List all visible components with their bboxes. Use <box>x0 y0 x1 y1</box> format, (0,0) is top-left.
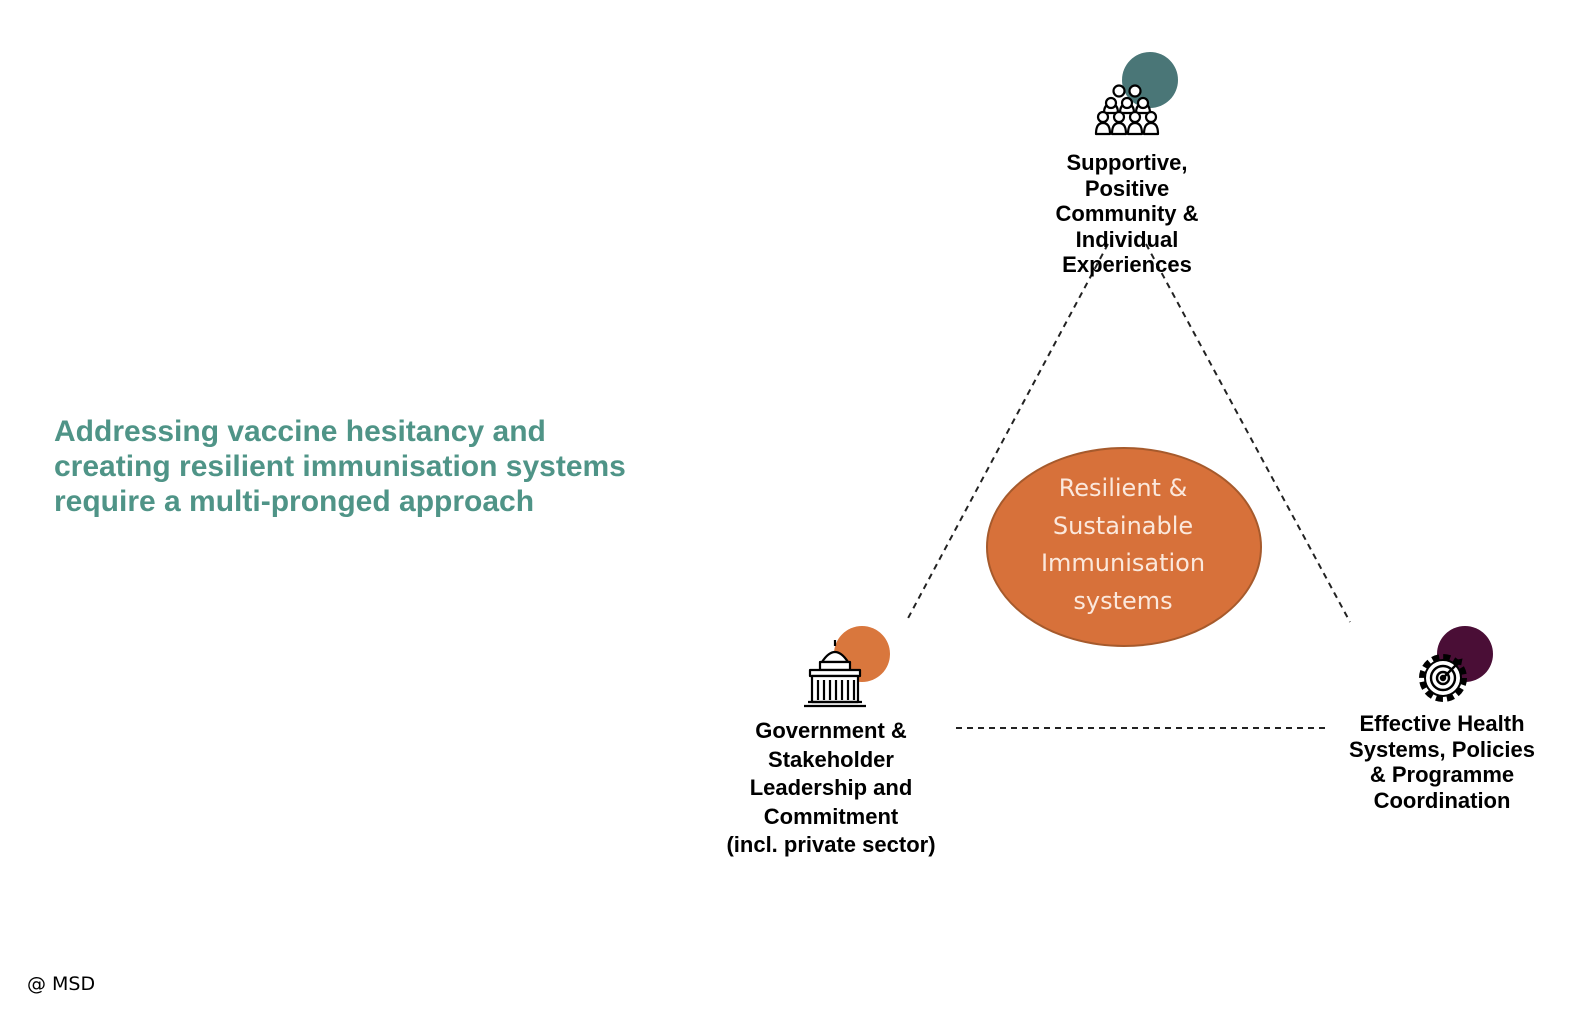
left-node-label-line: Government & <box>755 718 907 743</box>
center-label: Resilient & Sustainable Immunisation sys… <box>990 470 1256 620</box>
gear-target-icon <box>1419 654 1467 702</box>
center-label-line: systems <box>1073 586 1173 615</box>
top-node-label-line: Positive <box>1084 175 1170 201</box>
headline-line: Addressing vaccine hesitancy and <box>54 415 546 448</box>
footer-credit: @ MSD <box>27 973 96 995</box>
center-label-line: Immunisation <box>1040 549 1206 577</box>
right-node-label-line: Systems, Policies <box>1349 736 1535 762</box>
top-node-label-line: Supportive, <box>1066 150 1188 175</box>
center-ellipse <box>986 447 1262 647</box>
right-node-label-line: Coordination <box>1373 787 1511 813</box>
top-node-label-line: Individual <box>1075 226 1179 252</box>
connector-top-left <box>905 243 1109 623</box>
right-node-label: Effective Health Systems, Policies & Pro… <box>1336 711 1548 813</box>
top-node-label-line: Experiences <box>1062 252 1192 277</box>
headline: Addressing vaccine hesitancy and creatin… <box>54 414 694 519</box>
right-node-label-line: & Programme <box>1369 762 1515 787</box>
community-people-icon <box>1094 84 1160 136</box>
center-label-line: Resilient & <box>1058 474 1188 502</box>
right-node-label-line: Effective Health <box>1359 711 1525 736</box>
center-label-line: Sustainable <box>1052 511 1194 540</box>
left-node-label-line: (incl. private sector) <box>726 832 936 857</box>
left-node-label: Government & Stakeholder Leadership and … <box>706 717 956 860</box>
headline-line: require a multi-pronged approach <box>54 485 535 518</box>
left-node-label-line: Stakeholder <box>768 746 894 772</box>
connector-top-right <box>1145 243 1351 623</box>
top-node-label: Supportive, Positive Community & Individ… <box>1016 150 1238 278</box>
left-node-label-line: Commitment <box>763 803 899 829</box>
left-node-label-line: Leadership and <box>749 775 913 800</box>
top-node-label-line: Community & <box>1055 201 1199 226</box>
capitol-building-icon <box>804 640 866 708</box>
headline-line: creating resilient immunisation systems <box>54 450 626 483</box>
